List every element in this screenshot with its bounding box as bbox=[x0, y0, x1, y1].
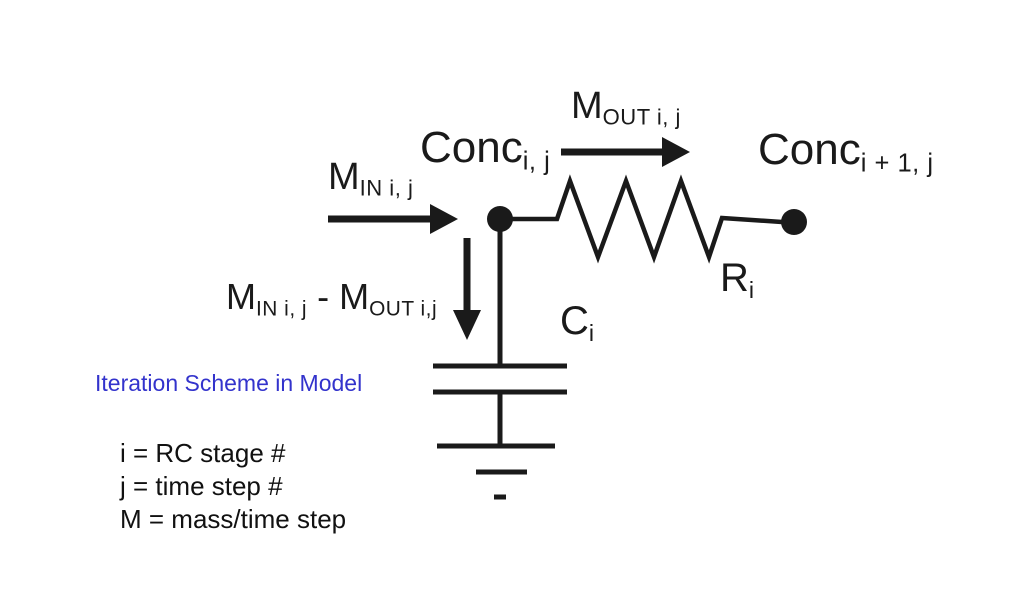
ground-symbol-icon bbox=[437, 443, 555, 500]
mass-in-subscript: IN i, j bbox=[359, 175, 414, 201]
resistor-subscript: i bbox=[748, 276, 755, 303]
net-mass-base2: M bbox=[339, 276, 370, 317]
flow-in-arrow-icon bbox=[328, 204, 458, 234]
net-mass-subscript2: OUT i,j bbox=[369, 297, 438, 321]
net-flow-down-arrow-icon bbox=[453, 238, 481, 340]
mass-in-base: M bbox=[328, 156, 360, 198]
concentration-i-plus-1-label: Conci + 1, j bbox=[758, 128, 934, 177]
node-dot-left bbox=[487, 206, 513, 232]
diagram-title: Iteration Scheme in Model bbox=[95, 370, 363, 396]
node-dot-right bbox=[781, 209, 807, 235]
net-mass-minus: - bbox=[307, 276, 340, 317]
mass-out-base: M bbox=[571, 85, 603, 127]
net-mass-base1: M bbox=[226, 276, 256, 317]
capacitor-subscript: i bbox=[588, 319, 595, 346]
concentration-i-label: Conci, j bbox=[420, 126, 550, 175]
legend-line-m: M = mass/time step bbox=[120, 504, 347, 534]
legend-block: i = RC stage # j = time step # M = mass/… bbox=[120, 437, 346, 536]
flow-out-arrow-icon bbox=[561, 137, 690, 167]
resistor-base: R bbox=[720, 256, 749, 300]
mass-in-label: MIN i, j bbox=[328, 158, 413, 200]
capacitor-base: C bbox=[560, 299, 589, 343]
mass-out-label: MOUT i, j bbox=[571, 87, 681, 129]
legend-line-i: i = RC stage # bbox=[120, 438, 286, 468]
concentration-i-plus-1-base: Conc bbox=[758, 125, 861, 174]
concentration-i-plus-1-subscript: i + 1, j bbox=[860, 149, 934, 178]
concentration-i-subscript: i, j bbox=[522, 147, 551, 176]
resistor-zigzag bbox=[512, 174, 783, 264]
concentration-i-base: Conc bbox=[420, 123, 523, 172]
resistor-label: Ri bbox=[720, 258, 755, 302]
capacitor-label: Ci bbox=[560, 301, 595, 345]
net-mass-subscript1: IN i, j bbox=[256, 297, 308, 321]
legend-line-j: j = time step # bbox=[120, 471, 283, 501]
mass-out-subscript: OUT i, j bbox=[602, 104, 681, 130]
net-mass-label: MIN i, j - MOUT i,j bbox=[226, 279, 437, 320]
